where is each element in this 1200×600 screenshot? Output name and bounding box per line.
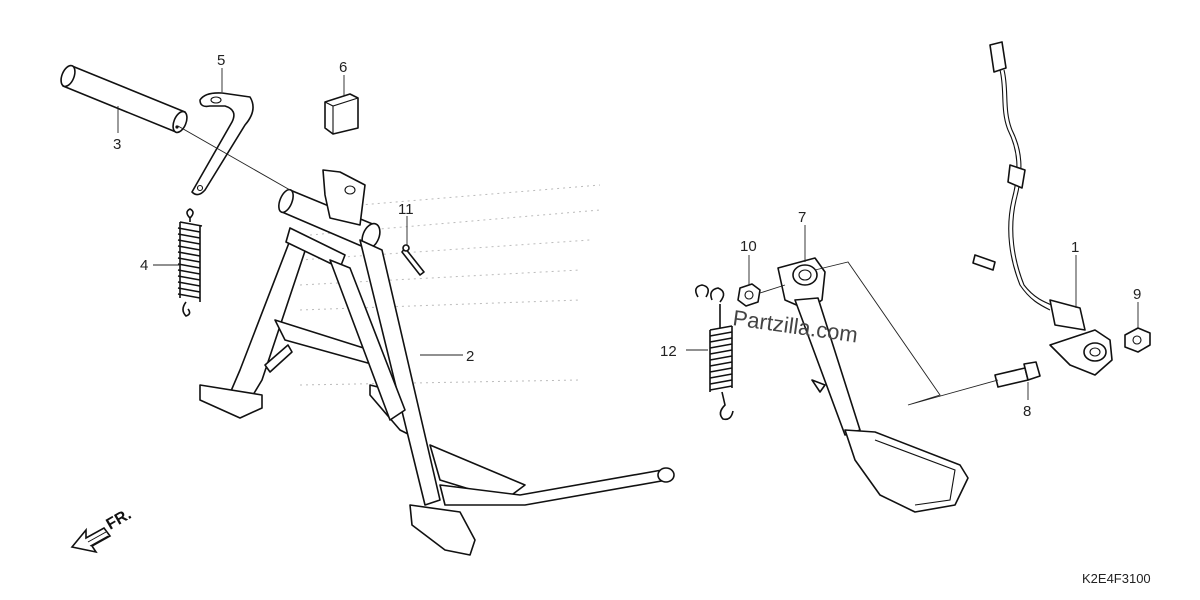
callout-4: 4 xyxy=(140,257,148,274)
part-1-side-stand-switch[interactable] xyxy=(972,41,1113,376)
part-2-main-stand[interactable] xyxy=(199,169,675,556)
part-11-cotter-pin[interactable] xyxy=(401,244,425,276)
callout-9: 9 xyxy=(1133,286,1141,303)
part-10-nut[interactable] xyxy=(737,283,761,307)
callout-1: 1 xyxy=(1071,239,1079,256)
front-indicator-label: FR. xyxy=(104,506,135,534)
callout-labels: 5 6 3 4 11 2 7 10 12 1 9 8 xyxy=(113,52,1141,420)
callout-5: 5 xyxy=(217,52,225,69)
callout-12: 12 xyxy=(660,343,677,360)
part-6-rubber-stopper[interactable] xyxy=(324,93,359,135)
leader-lines xyxy=(117,68,1139,400)
callout-6: 6 xyxy=(339,59,347,76)
callout-7: 7 xyxy=(798,209,806,226)
callout-11: 11 xyxy=(398,201,414,218)
part-8-bolt[interactable] xyxy=(994,361,1041,388)
callout-10: 10 xyxy=(740,238,757,255)
part-4-spring[interactable] xyxy=(177,208,203,317)
part-5-bracket[interactable] xyxy=(191,92,254,196)
part-12-side-stand-spring[interactable] xyxy=(694,284,734,421)
watermark: Partzilla.com xyxy=(731,305,859,347)
diagram-code: K2E4F3100 xyxy=(1082,571,1151,586)
callout-2: 2 xyxy=(466,348,474,365)
callout-3: 3 xyxy=(113,136,121,153)
background-hatching xyxy=(299,184,601,386)
part-7-side-stand[interactable] xyxy=(777,257,969,513)
callout-8: 8 xyxy=(1023,403,1031,420)
part-9-nut[interactable] xyxy=(1124,327,1151,353)
front-direction-arrow: FR. xyxy=(70,506,135,554)
assembly-lines xyxy=(177,125,999,406)
part-3-pivot-pipe[interactable] xyxy=(58,64,189,135)
